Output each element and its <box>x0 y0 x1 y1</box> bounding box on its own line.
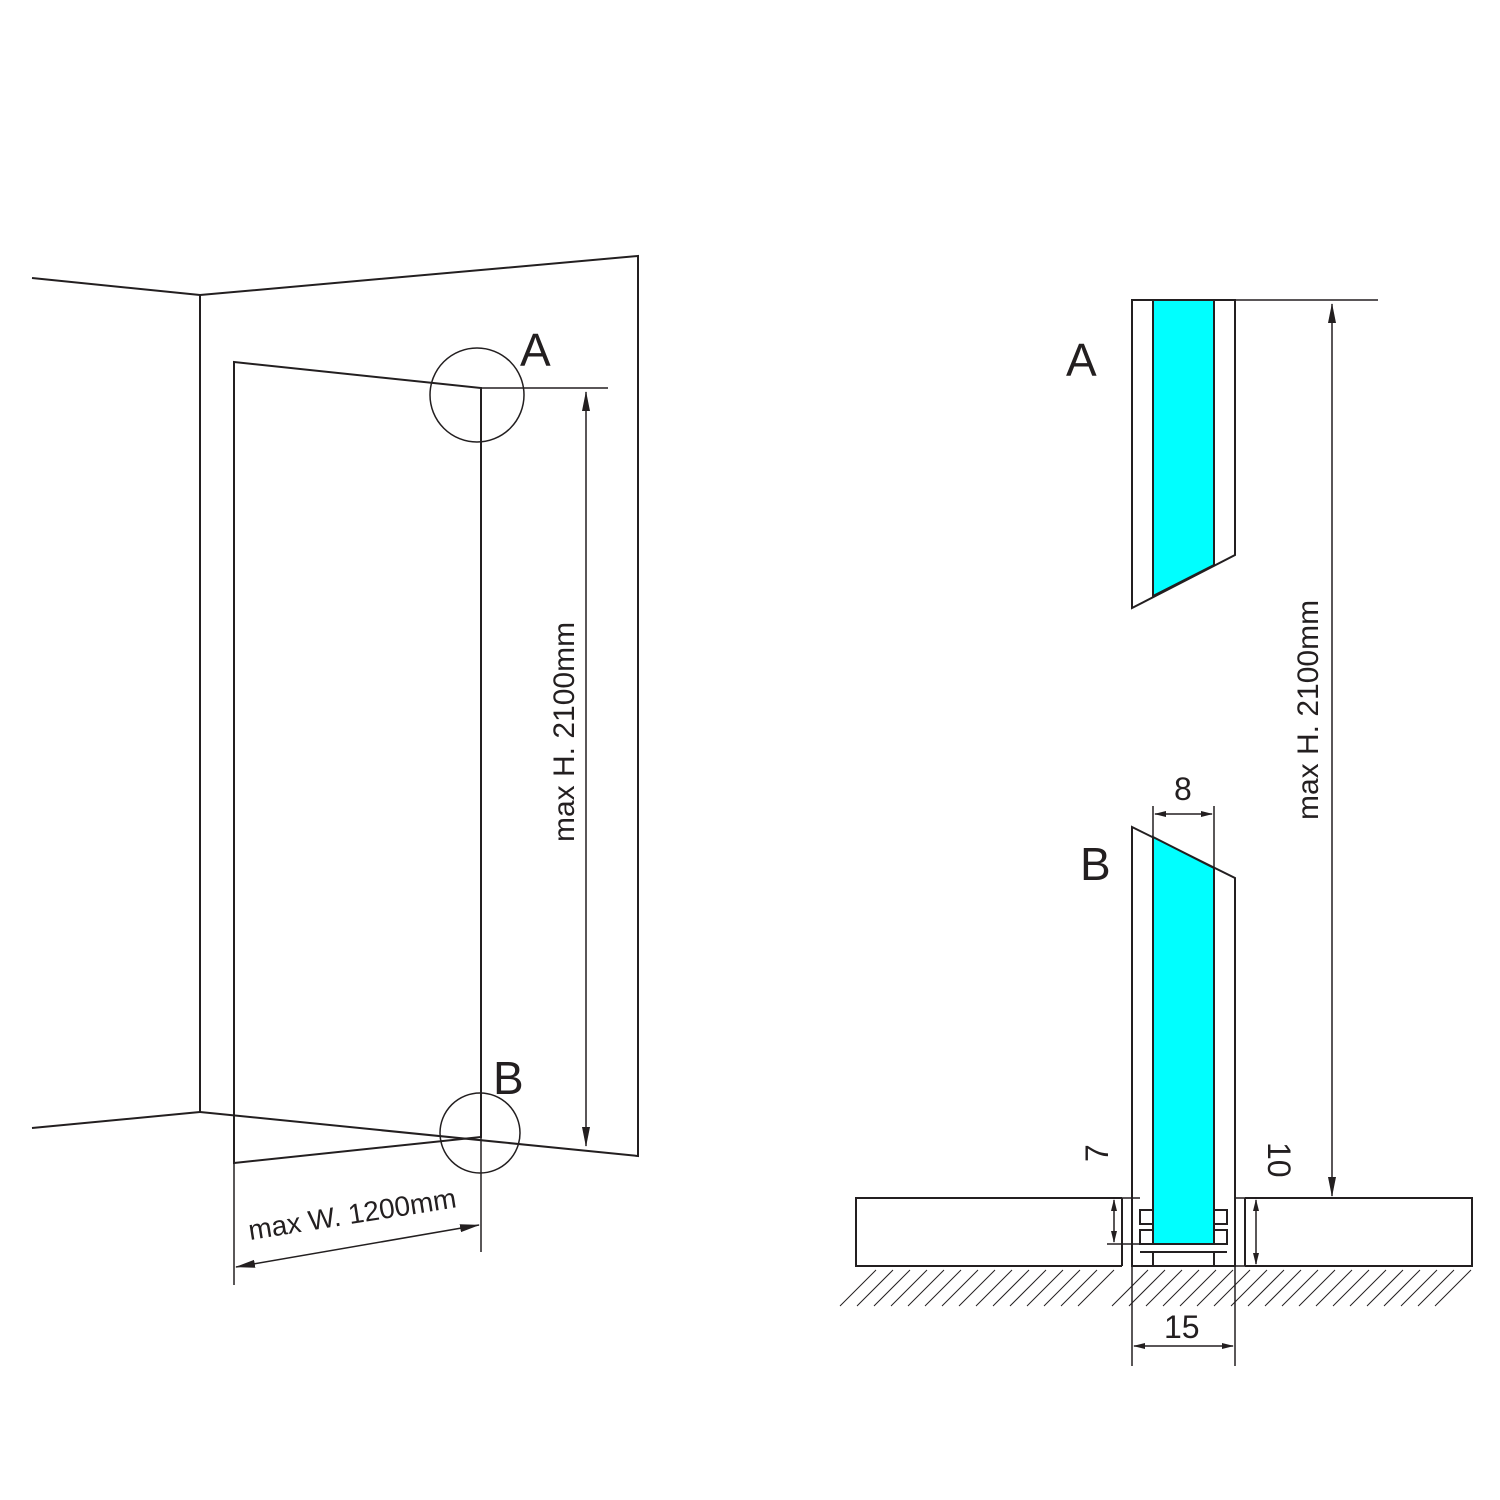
hatch-line <box>1179 1269 1217 1307</box>
channel-base <box>1140 1251 1227 1266</box>
hatch-line <box>1332 1269 1370 1307</box>
hatch-line <box>907 1269 945 1307</box>
hatch-line <box>1383 1269 1421 1307</box>
back-wall <box>199 254 639 1158</box>
glass-door <box>233 360 482 1165</box>
hatch-line <box>839 1269 877 1307</box>
room-left-wall-top <box>31 277 201 296</box>
hatch-line <box>1145 1269 1183 1307</box>
hatch-line <box>1298 1269 1336 1307</box>
hatch-line <box>856 1269 894 1307</box>
section-label-a: A <box>1066 334 1097 386</box>
hatch-line <box>1162 1269 1200 1307</box>
hatch-line <box>890 1269 928 1307</box>
hatch-line <box>975 1269 1013 1307</box>
glass-b <box>1152 835 1215 1245</box>
hatch-line <box>924 1269 962 1307</box>
hatch-line <box>958 1269 996 1307</box>
hatch-line <box>1043 1269 1081 1307</box>
detail-b-section: B <box>1080 825 1236 1267</box>
hatch-line <box>1315 1269 1353 1307</box>
profile-height-ext <box>1235 1197 1264 1267</box>
max-width-label: max W. 1200mm <box>246 1182 458 1245</box>
hatch-line <box>1128 1269 1166 1307</box>
hatch-line <box>1417 1269 1455 1307</box>
hatch-line <box>941 1269 979 1307</box>
width-dimension-line <box>235 1224 480 1268</box>
glass-thickness-value: 8 <box>1174 771 1192 807</box>
hatch-line <box>1026 1269 1064 1307</box>
floor-slab-left <box>855 1197 1122 1267</box>
hatch-line <box>1264 1269 1302 1307</box>
section-label-b: B <box>1080 838 1111 890</box>
hatch-line <box>1247 1269 1285 1307</box>
floor <box>839 1197 1473 1307</box>
hatch-line <box>873 1269 911 1307</box>
hatch-line <box>1077 1269 1115 1307</box>
hatch-line <box>1009 1269 1047 1307</box>
room-left-wall-bottom <box>31 1111 201 1129</box>
floor-hatching <box>839 1269 1472 1307</box>
hatch-line <box>1196 1269 1234 1307</box>
profile-width-value: 15 <box>1164 1309 1200 1345</box>
section-max-height-label: max H. 2100mm <box>1292 600 1325 820</box>
inner-depth-value: 7 <box>1079 1144 1115 1162</box>
detail-circle-b <box>439 1092 521 1174</box>
floor-slab-right <box>1245 1197 1473 1267</box>
hatch-line <box>1281 1269 1319 1307</box>
detail-circle-a <box>429 347 525 443</box>
recess-walls <box>1121 1198 1246 1266</box>
hatch-line <box>992 1269 1030 1307</box>
hatch-line <box>1400 1269 1438 1307</box>
detail-label-b: B <box>493 1052 524 1104</box>
profile-height-value: 10 <box>1261 1142 1297 1178</box>
max-height-label: max H. 2100mm <box>548 622 581 842</box>
glass-a <box>1152 299 1215 598</box>
hatch-line <box>1060 1269 1098 1307</box>
perspective-view: A B max H. 2100mm max W. 1200mm <box>31 254 639 1285</box>
detail-a-section: A <box>1066 299 1378 610</box>
hatch-line <box>1111 1269 1149 1307</box>
channel-right-clip <box>1214 1209 1228 1245</box>
hatch-line <box>1213 1269 1251 1307</box>
hatch-line <box>1349 1269 1387 1307</box>
detail-label-a: A <box>520 324 551 376</box>
channel-left-clip <box>1139 1209 1153 1245</box>
hatch-line <box>1366 1269 1404 1307</box>
hatch-line <box>1434 1269 1472 1307</box>
section-view: A B max H. 2100mm 8 15 <box>839 299 1473 1366</box>
hatch-line <box>1230 1269 1268 1307</box>
inner-depth-ext <box>1107 1197 1140 1245</box>
